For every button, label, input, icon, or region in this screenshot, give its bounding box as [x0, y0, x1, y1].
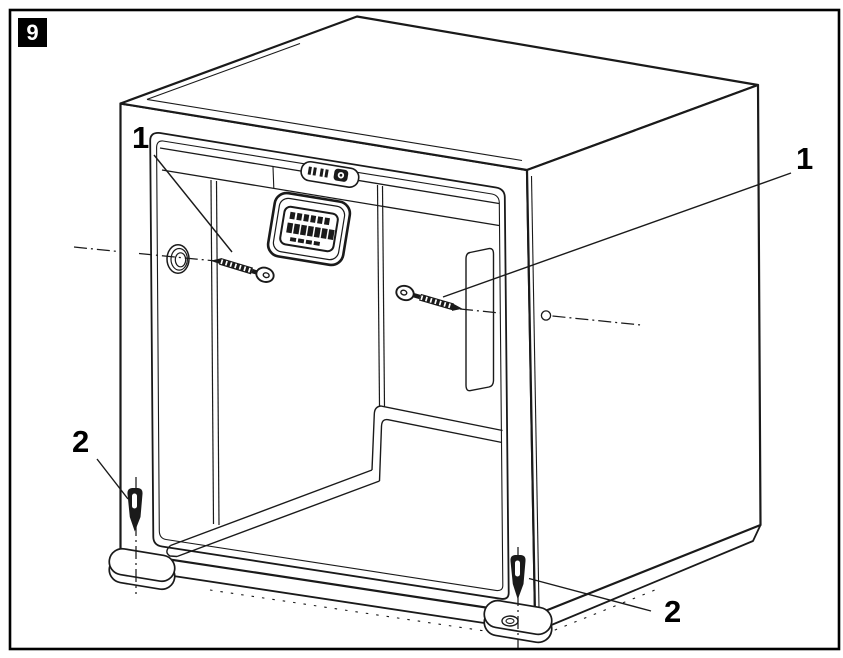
screw-thread: [220, 259, 253, 273]
screw-thread: [420, 295, 454, 309]
rating-plate: [266, 191, 352, 267]
callout-2-left: 2: [72, 424, 90, 459]
step-number-badge: 9: [18, 18, 47, 47]
figure-border: [8, 8, 841, 651]
center-line-screw-left-inner: [138, 252, 217, 262]
right-face: [525, 83, 762, 617]
foot-left: [108, 547, 176, 591]
foot-anchor-hole: [501, 615, 519, 627]
screw-tip: [210, 258, 221, 265]
cabinet-body: [108, 15, 762, 644]
leader-1-left: [153, 154, 233, 253]
front-frame-liner: [149, 132, 510, 600]
step-number: 9: [26, 19, 39, 45]
leader-2-right: [528, 577, 652, 612]
wall-anchor-right: [510, 555, 526, 600]
anchor-slot: [515, 560, 520, 577]
anchor-slot: [132, 493, 137, 509]
leader-lines: [96, 154, 792, 612]
rating-plate-glyphs: [286, 211, 335, 246]
leader-1-right: [442, 172, 792, 298]
callout-2-right: 2: [664, 594, 682, 629]
pilot-hole-mark-right-wall: [540, 310, 552, 321]
center-line-screw-right-inner: [459, 308, 501, 314]
cable-grommet: [166, 244, 190, 274]
floor-tray-rim: [166, 405, 503, 558]
screw-tip: [452, 303, 463, 311]
leader-2-left: [96, 458, 129, 500]
mounting-screw-right: [395, 284, 463, 311]
certification-plate: [300, 160, 360, 189]
callout-1-right: 1: [796, 141, 814, 176]
callout-1-left: 1: [132, 120, 150, 155]
center-line-screw-left-outer: [73, 246, 122, 253]
wall-anchor-left: [127, 488, 143, 532]
mounting-screw-left: [210, 257, 275, 283]
recessed-side-panel: [465, 247, 495, 392]
center-line-screw-right-outer: [552, 315, 642, 326]
screw-head: [255, 266, 275, 283]
